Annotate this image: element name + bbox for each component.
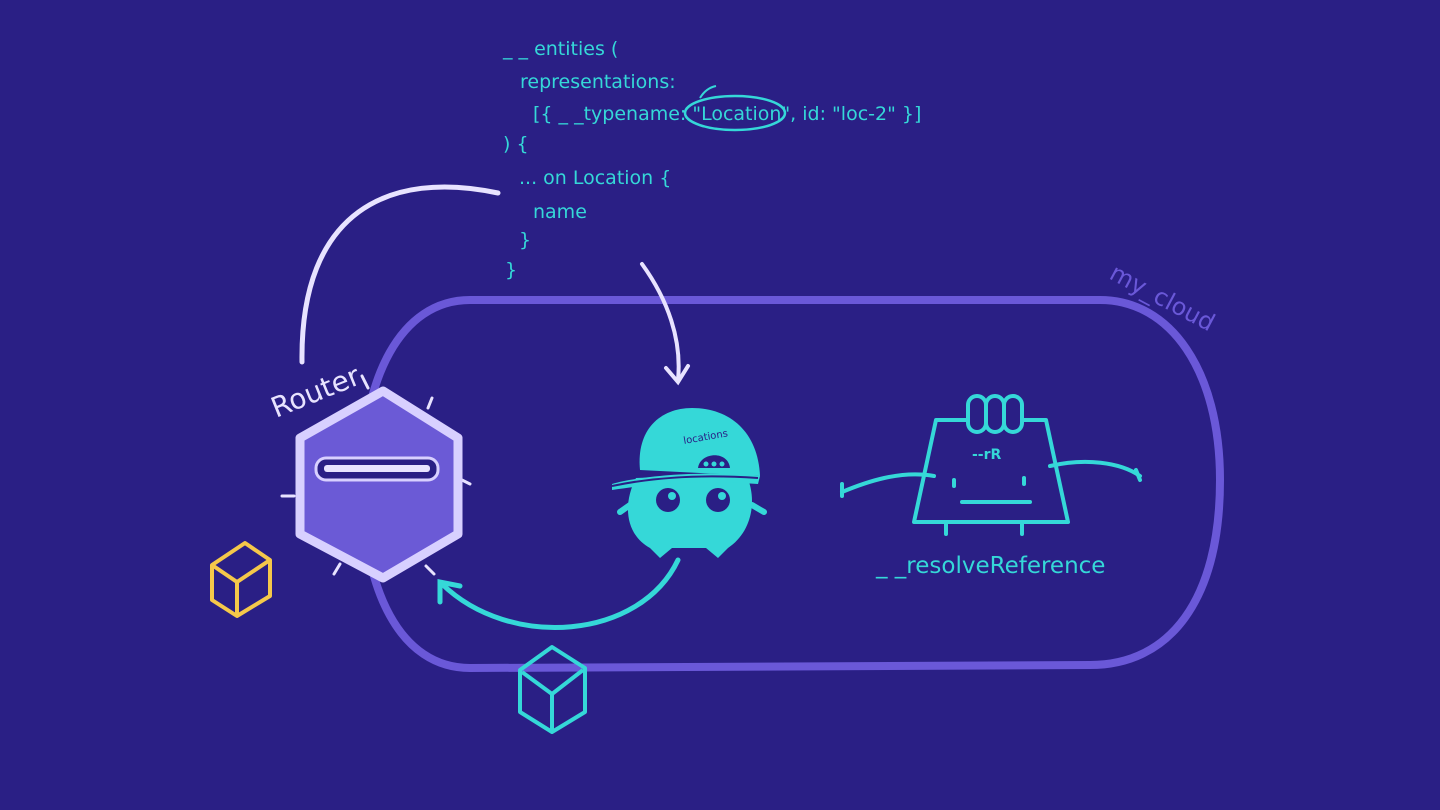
router-node xyxy=(280,374,472,583)
resolver-ring-2 xyxy=(984,394,1006,434)
code-line-close-outer: } xyxy=(505,259,517,281)
locations-subgraph-mascot: locations xyxy=(611,408,767,558)
response-arrow-to-router xyxy=(437,557,681,630)
code-line-representations: representations: xyxy=(520,71,676,93)
resolve-reference-label: _ _resolveReference xyxy=(875,553,1105,579)
code-line-typename: [{ _ _typename: "Location", id: "loc-2" … xyxy=(533,103,921,125)
mascot-right-eye xyxy=(706,488,730,512)
location-highlight-tail xyxy=(699,85,717,99)
code-line-entities: _ _ entities ( xyxy=(502,38,618,60)
location-highlight-circle xyxy=(683,94,787,132)
resolve-reference-character xyxy=(840,394,1142,536)
code-line-name: name xyxy=(533,201,587,223)
query-arc-to-router xyxy=(299,184,501,365)
mascot-left-eye xyxy=(656,488,680,512)
code-line-on-location: ... on Location { xyxy=(519,167,671,189)
gold-cube-icon xyxy=(210,541,272,618)
resolver-ring-1 xyxy=(966,394,988,434)
resolver-ring-3 xyxy=(1002,394,1024,434)
code-line-open-brace: ) { xyxy=(503,133,529,155)
graphql-query-code: _ _ entities ( representations: [{ _ _ty… xyxy=(502,38,921,281)
arrow-to-locations xyxy=(640,262,690,386)
code-line-close-inner: } xyxy=(519,229,531,251)
teal-cube-icon xyxy=(518,645,587,734)
resolver-badge-text: --rR xyxy=(972,447,1002,463)
